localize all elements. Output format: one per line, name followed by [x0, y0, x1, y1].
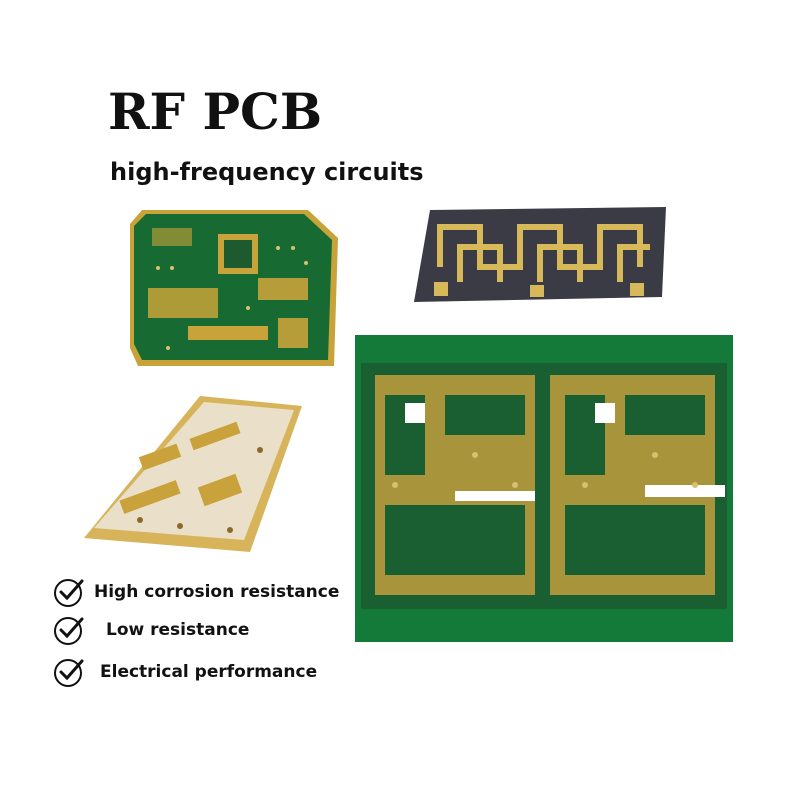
pcb-photo-gold-ceramic-board — [84, 396, 302, 552]
page-subtitle: high-frequency circuits — [110, 158, 424, 186]
feature-item-low-resistance: Low resistance — [52, 612, 249, 648]
feature-item-corrosion: High corrosion resistance — [52, 574, 339, 610]
check-circle-icon — [54, 617, 84, 645]
feature-label: Electrical performance — [100, 662, 318, 682]
feature-item-electrical: Electrical performance — [52, 654, 317, 690]
pcb-photo-dark-stripline-board — [414, 207, 666, 302]
pcb-photo-green-panel — [355, 335, 733, 642]
check-circle-icon — [54, 579, 84, 607]
feature-label: Low resistance — [106, 620, 250, 640]
pcb-photo-green-rf-board — [130, 210, 338, 366]
check-circle-icon — [54, 659, 84, 687]
feature-label: High corrosion resistance — [94, 582, 340, 602]
page-title: RF PCB — [108, 82, 323, 141]
